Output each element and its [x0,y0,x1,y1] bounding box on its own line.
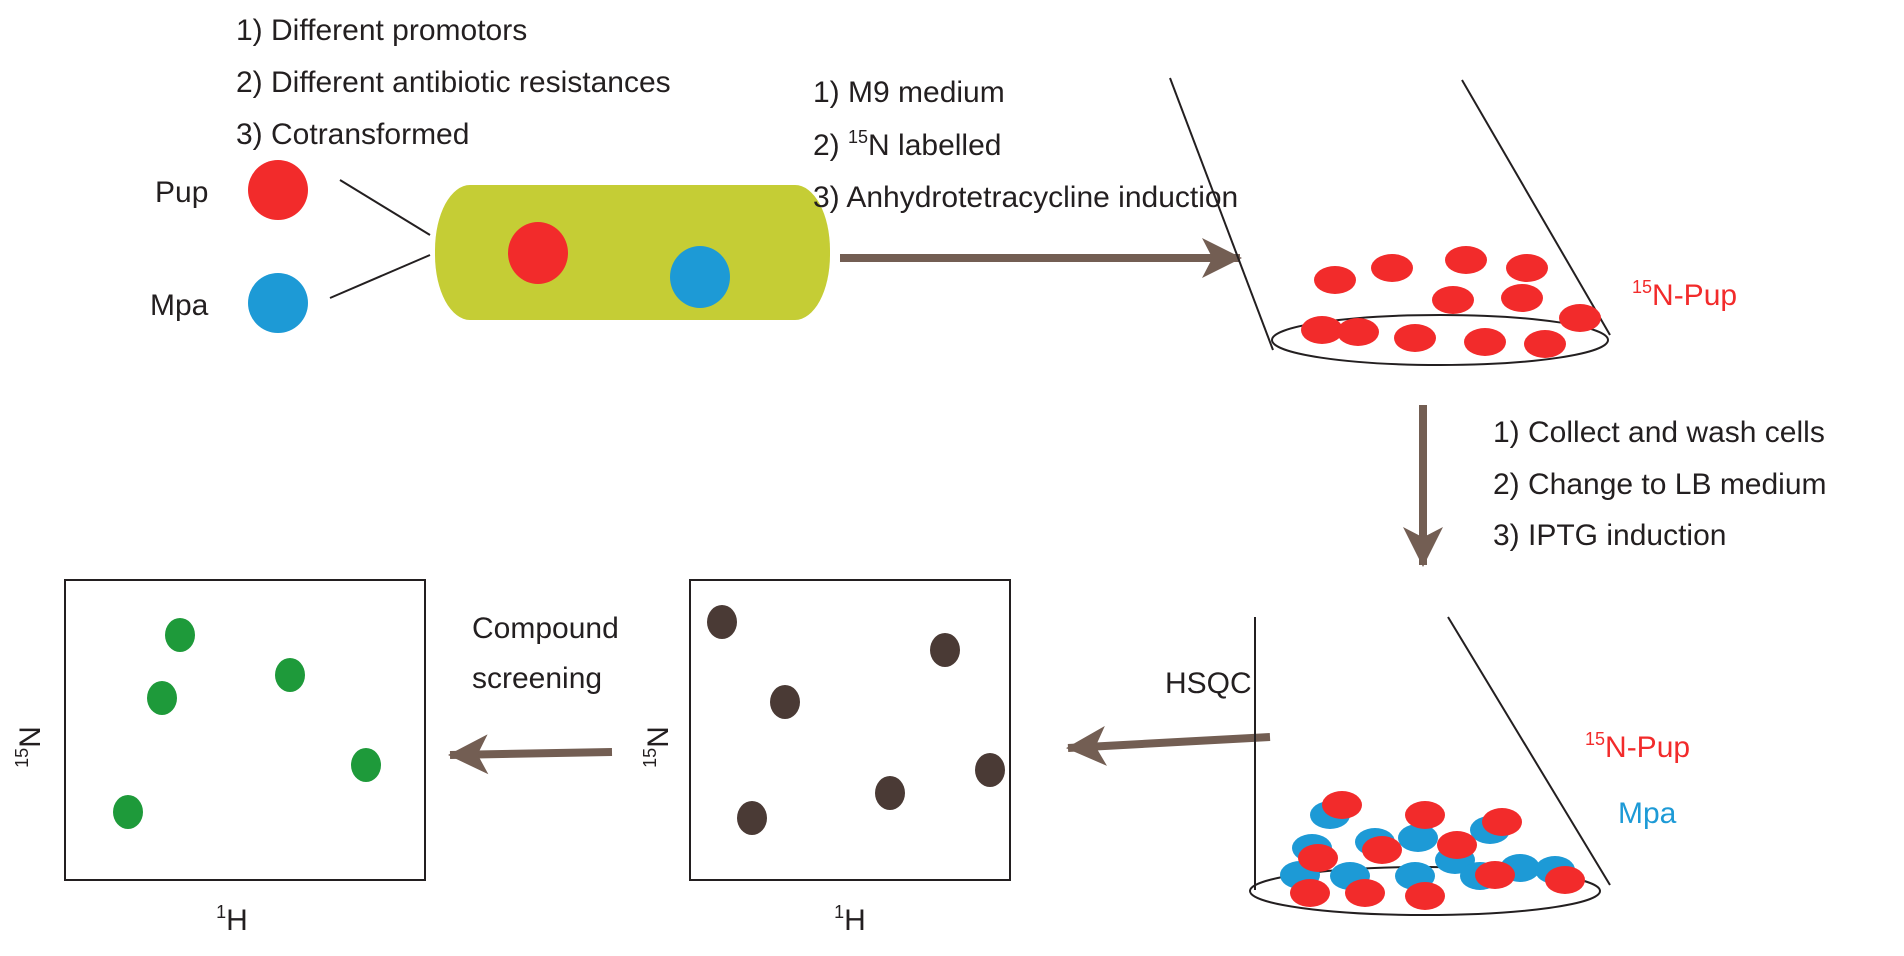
n15-superscript: 15 [848,127,868,147]
flask-1-pup-dot [1394,324,1436,352]
growth-step-2: 2) 15N labelled [813,127,1001,162]
flask-2-pup-dot [1405,801,1445,829]
flask-2-pup-dot [1475,861,1515,889]
flask-2-pup-dot [1405,882,1445,910]
flask-2-pup-dot [1290,879,1330,907]
flask-2-mpa-label: Mpa [1618,797,1677,830]
pup-label: Pup [155,176,208,209]
flask-2-pup-dots [1290,791,1585,910]
arrow-compound-screening [448,734,613,775]
hsqc-spectrum-box [689,579,1011,881]
hsqc-peak [930,633,960,667]
cell-mpa-dot [670,246,730,308]
flask-1-pup-dot [1314,266,1356,294]
flask-1-pup-dot [1506,254,1548,282]
screening-y-axis-label: 15N [12,726,47,768]
flask-1-pup-dot [1371,254,1413,282]
screening-label: screening [472,662,602,695]
flask-2-n15-pup-label: 15N-Pup [1585,729,1690,764]
pup-protein-dot [248,160,308,220]
screening-peak [351,748,381,782]
flask-2-pup-dot [1345,879,1385,907]
flask-1-pup-dot [1337,318,1379,346]
flask-1-pup-dot [1301,316,1343,344]
ecoli-cell [435,185,830,320]
flask-1-pup-dot [1445,246,1487,274]
mpa-protein-dot [248,273,308,333]
hsqc-peaks [707,605,1005,835]
growth-step-3: 3) Anhydrotetracycline induction [813,181,1238,214]
flask-2-pup-dot [1482,808,1522,836]
wash-step-2: 2) Change to LB medium [1493,468,1827,501]
plasmid-note-3: 3) Cotransformed [236,118,469,151]
flask-1-pup-dot [1501,284,1543,312]
screening-peak [165,618,195,652]
flask-2-pup-dot [1362,836,1402,864]
screening-spectrum-box [64,579,426,881]
flask-2-pup-dot [1322,791,1362,819]
hsqc-y-axis-label: 15N [640,726,675,768]
hsqc-peak [737,801,767,835]
hsqc-peak [975,753,1005,787]
flask-2 [1249,616,1611,916]
plasmid-note-1: 1) Different promotors [236,14,527,47]
hsqc-x-axis-label: 1H [834,902,866,937]
growth-steps: 1) M9 medium 2) 15N labelled 3) Anhydrot… [813,76,1238,214]
wash-steps: 1) Collect and wash cells 2) Change to L… [1493,416,1827,552]
cell-pup-dot [508,222,568,284]
flask-1-pup-dot [1432,286,1474,314]
flask-2-pup-dot [1545,866,1585,894]
screening-peak [147,681,177,715]
flask-1-n15-pup-label: 15N-Pup [1632,277,1737,312]
wash-step-3: 3) IPTG induction [1493,519,1726,552]
compound-label: Compound [472,612,619,645]
pup-connector-line [339,179,431,236]
flask-1-pup-dot [1464,328,1506,356]
arrow-hsqc [1066,725,1271,766]
hsqc-peak [707,605,737,639]
flask-1-right-wall [1461,79,1611,336]
screening-x-axis-label: 1H [216,902,248,937]
screening-peaks [113,618,381,829]
flask-2-pup-dot [1437,831,1477,859]
hsqc-peak [770,685,800,719]
hsqc-peak [875,776,905,810]
flask-1 [1169,77,1611,366]
hsqc-label: HSQC [1165,667,1252,700]
plasmid-notes: 1) Different promotors 2) Different anti… [236,14,671,151]
wash-step-1: 1) Collect and wash cells [1493,416,1825,449]
mpa-connector-line [329,254,431,299]
flask-1-pup-dot [1524,330,1566,358]
flask-1-left-wall [1169,77,1274,351]
flask-2-pup-dot [1298,844,1338,872]
flask-2-right-wall [1447,616,1611,886]
flask-2-mpa-dot [1398,824,1438,852]
screening-peak [113,795,143,829]
flask-1-base [1271,314,1609,366]
screening-peak [275,658,305,692]
plasmid-note-2: 2) Different antibiotic resistances [236,66,671,99]
flask-1-pup-dots [1301,246,1601,358]
growth-step-1: 1) M9 medium [813,76,1005,109]
flask-1-pup-dot [1559,304,1601,332]
mpa-label: Mpa [150,289,209,322]
